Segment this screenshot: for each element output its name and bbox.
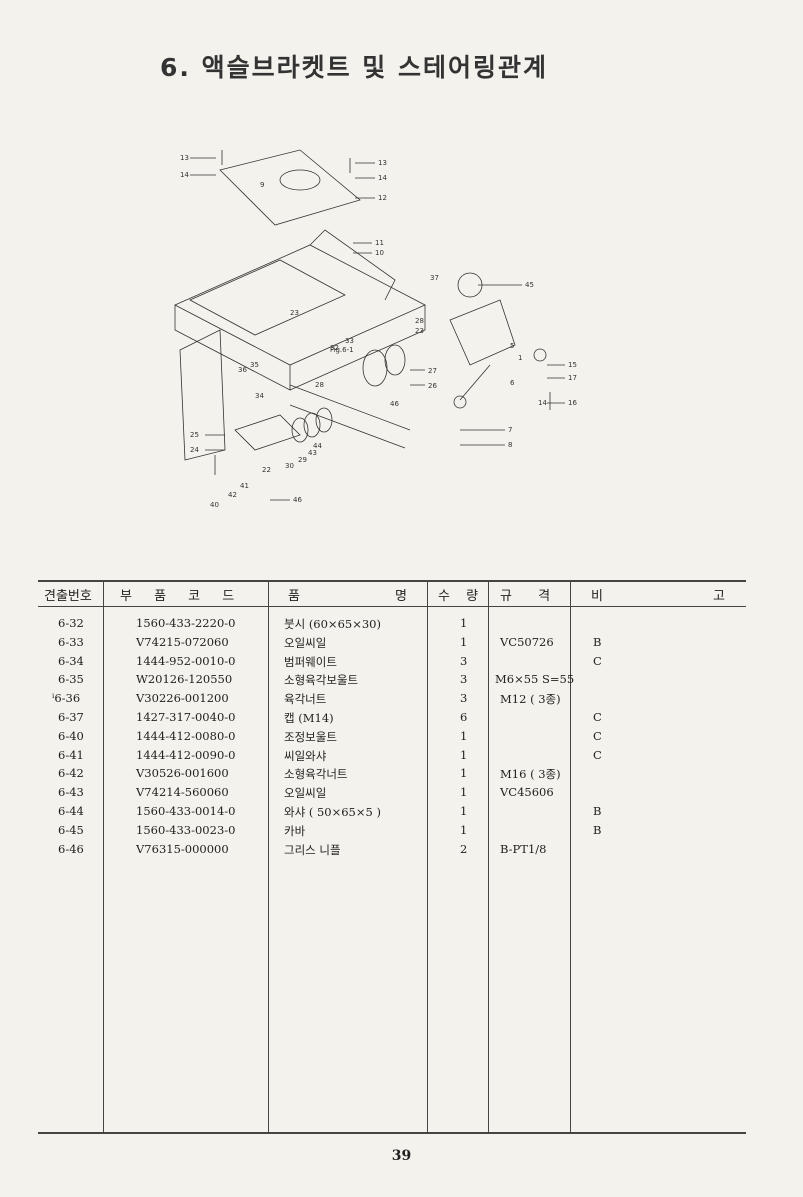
svg-text:28: 28 [415, 317, 424, 325]
table-body: 6-32 1560-433-2220-0 붓시 (60×65×30) 1 6-3… [38, 616, 746, 860]
steering-gearbox [449, 299, 516, 366]
header-qty: 수 량 [438, 589, 479, 604]
svg-text:37: 37 [430, 274, 439, 282]
table-header-border [38, 606, 746, 607]
svg-text:5: 5 [510, 342, 514, 350]
table-row: 6-42 V30526-001600 소형육각너트 1 M16 ( 3종) [58, 766, 561, 782]
svg-text:14: 14 [180, 171, 189, 179]
front-weight [179, 329, 226, 461]
axle-shaft [289, 384, 411, 449]
parts-table: 견출번호 부 품 코 드 품 명 수 량 규 격 비 고 6-32 1560-4… [38, 580, 746, 1134]
table-row: 6-45 1560-433-0023-0 카바 1 B [58, 822, 602, 838]
svg-text:23: 23 [415, 327, 424, 335]
svg-text:13: 13 [378, 159, 387, 167]
svg-text:11: 11 [375, 239, 384, 247]
table-row: 6-40 1444-412-0080-0 조정보울트 1 C [58, 728, 602, 744]
svg-text:1: 1 [518, 354, 522, 362]
pitman-arm [459, 364, 491, 401]
svg-text:30: 30 [285, 462, 294, 470]
lower-bracket [234, 414, 301, 451]
svg-text:28: 28 [315, 381, 324, 389]
svg-text:Fig.6-1: Fig.6-1 [330, 346, 354, 354]
callout-labels: 13 14 9 13 14 12 11 10 37 45 28 23 23 32… [180, 154, 577, 509]
header-ref: 견출번호 [44, 589, 92, 604]
table-header: 견출번호 부 품 코 드 품 명 수 량 규 격 비 고 [38, 580, 746, 606]
svg-text:27: 27 [428, 367, 437, 375]
svg-text:8: 8 [508, 441, 512, 449]
table-row: 6-32 1560-433-2220-0 붓시 (60×65×30) 1 [58, 616, 468, 631]
bushing [362, 349, 388, 387]
svg-text:41: 41 [240, 482, 249, 490]
svg-text:14: 14 [378, 174, 387, 182]
exploded-parts-diagram: 13 14 9 13 14 12 11 10 37 45 28 23 23 32… [160, 130, 600, 520]
table-row: 6-35 W20126-120550 소형육각보울트 3 M6×55 S=55 [58, 672, 575, 688]
table-row: 6-43 V74214-560060 오일씨일 1 VC45606 [58, 785, 554, 801]
svg-text:43: 43 [308, 449, 317, 457]
top-plate-hole [279, 169, 321, 191]
header-remark-right: 고 [713, 589, 725, 604]
tie-rod-end [533, 348, 547, 362]
table-row: 6-44 1560-433-0014-0 와샤 ( 50×65×5 ) 1 B [58, 803, 602, 819]
svg-text:9: 9 [260, 181, 264, 189]
leader-lines [190, 157, 565, 501]
svg-text:14: 14 [538, 399, 547, 407]
svg-text:7: 7 [508, 426, 512, 434]
svg-text:23: 23 [290, 309, 299, 317]
svg-text:46: 46 [390, 400, 399, 408]
svg-text:34: 34 [255, 392, 264, 400]
page-number: 39 [391, 1148, 412, 1164]
table-row: 6-37 1427-317-0040-0 캡 (M14) 6 C [58, 709, 602, 725]
svg-text:25: 25 [190, 431, 199, 439]
top-plate [219, 149, 361, 226]
table-row: 6-41 1444-412-0090-0 씨일와샤 1 C [58, 747, 602, 763]
table-top-border [38, 580, 746, 582]
svg-text:13: 13 [180, 154, 189, 162]
svg-text:40: 40 [210, 501, 219, 509]
svg-text:10: 10 [375, 249, 384, 257]
svg-text:16: 16 [568, 399, 577, 407]
bolts [214, 150, 551, 475]
svg-text:29: 29 [298, 456, 307, 464]
svg-text:42: 42 [228, 491, 237, 499]
svg-text:6: 6 [510, 379, 515, 387]
header-spec: 규 격 [500, 589, 551, 604]
svg-text:36: 36 [238, 366, 247, 374]
header-remark-left: 비 [591, 589, 603, 604]
svg-text:35: 35 [250, 361, 259, 369]
svg-text:45: 45 [525, 281, 534, 289]
svg-text:33: 33 [345, 337, 354, 345]
svg-text:24: 24 [190, 446, 199, 454]
svg-text:12: 12 [378, 194, 387, 202]
svg-text:15: 15 [568, 361, 577, 369]
diagram-svg: 13 14 9 13 14 12 11 10 37 45 28 23 23 32… [174, 149, 577, 509]
svg-text:44: 44 [313, 442, 322, 450]
header-name-left: 품 [288, 589, 300, 604]
table-row: ⁱ6-36 V30226-001200 육각너트 3 M12 ( 3종) [52, 691, 561, 707]
table-row: 6-46 V76315-000000 그리스 니플 2 B-PT1/8 [58, 841, 547, 857]
page-title: 6. 액슬브라켓트 및 스테어링관계 [160, 53, 549, 82]
svg-text:26: 26 [428, 382, 437, 390]
svg-text:32: 32 [330, 344, 339, 352]
svg-text:17: 17 [568, 374, 577, 382]
table-row: 6-34 1444-952-0010-0 범퍼웨이트 3 C [58, 653, 602, 669]
svg-text:22: 22 [262, 466, 271, 474]
table-bottom-border [38, 1132, 746, 1134]
svg-text:46: 46 [293, 496, 302, 504]
table-row: 6-33 V74215-072060 오일씨일 1 VC50726 B [58, 634, 602, 650]
header-name-right: 명 [395, 589, 407, 604]
header-code: 부 품 코 드 [120, 589, 235, 604]
